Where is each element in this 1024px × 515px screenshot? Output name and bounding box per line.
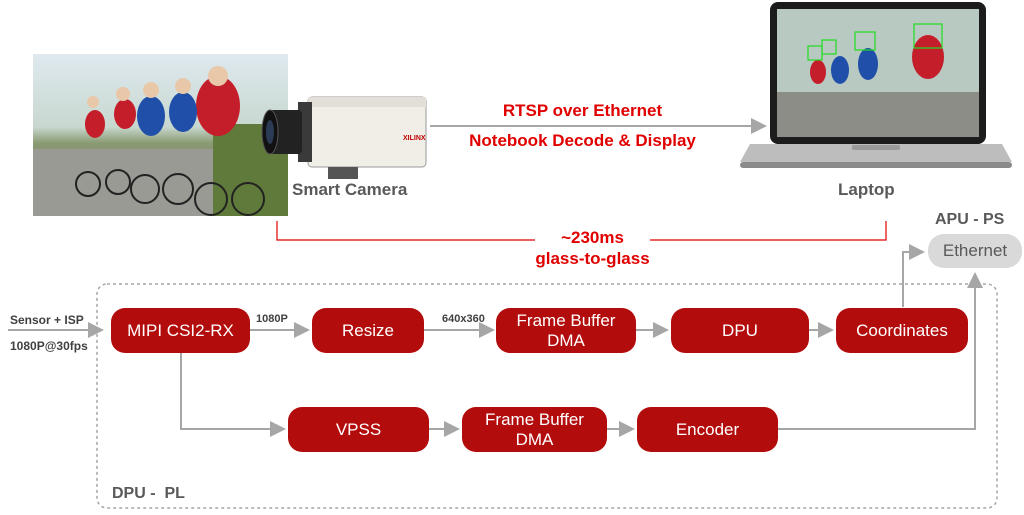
pl-region-border: [96, 283, 998, 509]
cyclists-photo: [33, 54, 288, 216]
latency-label: glass-to-glass: [535, 249, 650, 268]
coordinates-block: Coordinates: [836, 308, 968, 353]
stream-protocol-label: RTSP over Ethernet: [502, 101, 663, 120]
latency-bracket-left: [276, 221, 535, 241]
edge-label-640x360: 640x360: [442, 313, 485, 325]
dpu-block: DPU: [671, 308, 809, 353]
frame-buffer-dma-block-bottom: Frame Buffer DMA: [462, 407, 607, 452]
apu-ps-title: APU - PS: [935, 211, 1005, 228]
camera-icon: [261, 96, 427, 179]
laptop-icon: [740, 2, 1012, 168]
stream-decode-label: Notebook Decode & Display: [469, 131, 696, 150]
dpu-pl-region-label: DPU - PL: [112, 485, 185, 502]
input-format-label: 1080P@30fps: [10, 339, 88, 353]
arrow-coords-ethernet: [902, 244, 925, 307]
frame-buffer-dma-block-top: Frame Buffer DMA: [496, 308, 636, 353]
mipi-csi2-rx-block: MIPI CSI2-RX: [111, 308, 250, 353]
laptop-label: Laptop: [838, 180, 895, 199]
ethernet-node: Ethernet: [928, 234, 1022, 268]
latency-value: ~230ms: [561, 228, 624, 247]
arrow-mipi-vpss: [180, 352, 286, 437]
camera-brand-logo: XILINX: [403, 135, 426, 142]
input-source-label: Sensor + ISP: [10, 313, 84, 327]
resize-block: Resize: [312, 308, 424, 353]
arrow-encoder-ethernet: [778, 272, 983, 430]
vpss-block: VPSS: [288, 407, 429, 452]
encoder-block: Encoder: [637, 407, 778, 452]
camera-label: Smart Camera: [292, 180, 408, 199]
latency-bracket-right: [650, 221, 887, 241]
edge-label-1080p: 1080P: [256, 313, 288, 325]
